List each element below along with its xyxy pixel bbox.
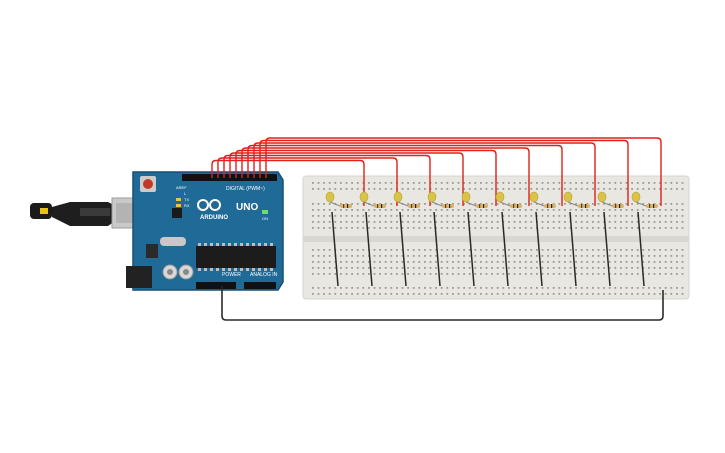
model-label: UNO bbox=[236, 202, 258, 213]
reset-button[interactable] bbox=[140, 176, 156, 192]
resistor bbox=[510, 204, 522, 208]
power-jack bbox=[126, 266, 152, 288]
rx-label: RX bbox=[184, 203, 190, 208]
resistor bbox=[612, 204, 624, 208]
analog-header[interactable] bbox=[244, 282, 276, 289]
crystal bbox=[160, 237, 186, 246]
power-header[interactable] bbox=[196, 282, 236, 289]
led bbox=[325, 191, 335, 203]
resistor bbox=[374, 204, 386, 208]
digital-label: DIGITAL (PWM~) bbox=[226, 186, 265, 192]
led bbox=[359, 191, 369, 203]
on-led-icon bbox=[262, 210, 268, 214]
led bbox=[529, 191, 539, 203]
breadboard-holes bbox=[312, 182, 684, 295]
ground-jumper bbox=[637, 211, 645, 287]
arduino-uno-board[interactable]: ARDUINO UNO DIGITAL (PWM~) POWER ANALOG … bbox=[126, 171, 284, 291]
signal-wire bbox=[211, 159, 365, 206]
resistor bbox=[578, 204, 590, 208]
resistor bbox=[476, 204, 488, 208]
atmega-chip bbox=[196, 246, 276, 268]
rx-led-icon bbox=[176, 204, 181, 207]
ground-jumper bbox=[331, 211, 339, 287]
ground-jumper bbox=[569, 211, 577, 287]
analog-label: ANALOG IN bbox=[250, 272, 278, 278]
ground-jumper bbox=[501, 211, 509, 287]
ground-jumper bbox=[603, 211, 611, 287]
regulator bbox=[146, 244, 158, 258]
tx-led-icon bbox=[176, 198, 181, 201]
component-layer bbox=[325, 191, 658, 208]
ground-jumper bbox=[399, 211, 407, 287]
ground-jumper bbox=[535, 211, 543, 287]
resistor bbox=[646, 204, 658, 208]
resistor bbox=[408, 204, 420, 208]
breadboard[interactable] bbox=[302, 175, 690, 300]
ground-jumper bbox=[365, 211, 373, 287]
led bbox=[495, 191, 505, 203]
led bbox=[631, 191, 641, 203]
ground-wire bbox=[221, 286, 664, 321]
resistor bbox=[442, 204, 454, 208]
l-label: L bbox=[184, 191, 187, 196]
wire-layer bbox=[211, 137, 664, 321]
power-label: POWER bbox=[222, 272, 241, 278]
led bbox=[461, 191, 471, 203]
resistor bbox=[544, 204, 556, 208]
arduino-logo-icon bbox=[197, 199, 221, 211]
led bbox=[597, 191, 607, 203]
resistor bbox=[340, 204, 352, 208]
ground-jumper bbox=[433, 211, 441, 287]
on-label: ON bbox=[262, 216, 268, 221]
led bbox=[427, 191, 437, 203]
brand-label: ARDUINO bbox=[200, 215, 228, 221]
aref-label: AREF bbox=[176, 185, 187, 190]
led bbox=[393, 191, 403, 203]
usb-chip bbox=[172, 208, 182, 218]
led bbox=[563, 191, 573, 203]
ground-jumper bbox=[467, 211, 475, 287]
usb-cable bbox=[30, 197, 143, 229]
tx-label: TX bbox=[184, 197, 189, 202]
